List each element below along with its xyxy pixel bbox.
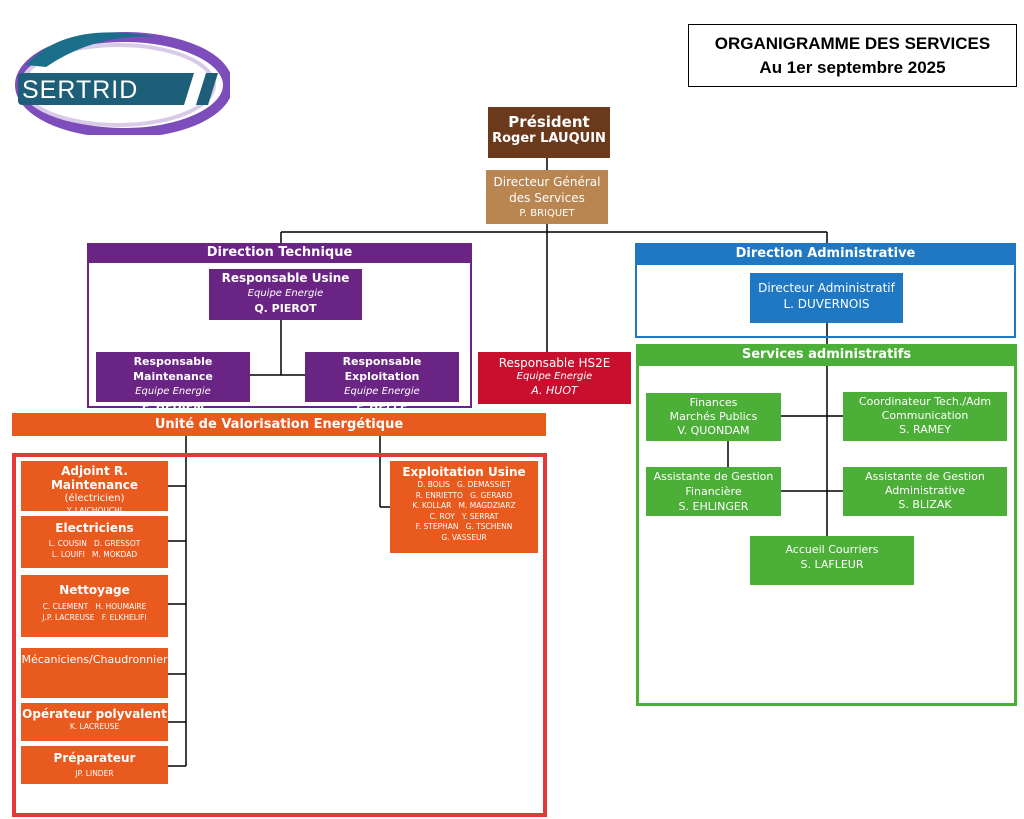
accueil-courriers-box: Accueil Courriers S. LAFLEUR — [750, 536, 914, 585]
finances-line1: Finances — [689, 396, 738, 409]
coordinateur-box: Coordinateur Tech./Adm Communication S. … — [843, 392, 1007, 441]
direction-administrative-header: Direction Administrative — [635, 243, 1016, 265]
dgs-title-line1: Directeur Général — [493, 175, 601, 189]
exploitation-usine-line: G. VASSEUR — [441, 532, 487, 542]
coordinateur-line1: Coordinateur Tech./Adm — [858, 395, 992, 408]
finances-line2: Marchés Publics — [669, 410, 758, 423]
hs2e-team: Equipe Energie — [516, 371, 593, 382]
electriciens-box: Electriciens L. COUSIN D. GRESSOT L. LOU… — [21, 516, 168, 568]
responsable-usine-box: Responsable Usine Equipe Energie Q. PIER… — [209, 269, 362, 320]
dgs-title-line2: des Services — [509, 191, 585, 205]
electriciens-line1: L. COUSIN D. GRESSOT — [48, 539, 141, 548]
exploitation-usine-line: K. KOLLAR M. MAGDZIARZ — [412, 501, 516, 510]
logo-text: SERTRID — [22, 76, 139, 104]
nettoyage-line1: C. CLEMENT H. HOUMAIRE — [42, 602, 147, 611]
adjoint-name: Y. LAICHOUCHI — [67, 506, 122, 515]
exploitation-title: Responsable Exploitation — [342, 355, 422, 383]
exploitation-usine-title: Exploitation Usine — [402, 465, 526, 479]
direction-administrative-title: Direction Administrative — [735, 246, 916, 261]
assistante-fin-line2: Financière — [685, 485, 742, 498]
assistante-fin-name: S. EHLINGER — [678, 500, 749, 513]
nettoyage-line2: J.P. LACREUSE F. ELKHELIFI — [42, 612, 147, 622]
services-administratifs-header: Services administratifs — [636, 344, 1017, 366]
maintenance-team: Equipe Energie — [135, 386, 211, 397]
president-title: Président — [508, 113, 590, 131]
adjoint-maintenance-box: Adjoint R. Maintenance (électricien) Y. … — [21, 461, 168, 515]
accueil-line1: Accueil Courriers — [785, 543, 879, 556]
assistante-financiere-box: Assistante de Gestion Financière S. EHLI… — [646, 467, 781, 516]
dgs-name: P. BRIQUET — [519, 208, 575, 219]
exploitation-team: Equipe Energie — [344, 386, 420, 397]
directeur-administratif-name: L. DUVERNOIS — [783, 297, 870, 311]
nettoyage-box: Nettoyage C. CLEMENT H. HOUMAIRE J.P. LA… — [21, 575, 168, 637]
adjoint-subtitle: (électricien) — [64, 493, 125, 504]
page-title: ORGANIGRAMME DES SERVICES — [714, 34, 991, 53]
coordinateur-line2: Communication — [881, 409, 969, 422]
accueil-name: S. LAFLEUR — [800, 558, 864, 571]
usine-title: Responsable Usine — [221, 271, 350, 285]
uve-header: Unité de Valorisation Energétique — [12, 413, 546, 436]
president-box: Président Roger LAUQUIN — [488, 107, 610, 158]
services-administratifs-title: Services administratifs — [741, 347, 912, 362]
sertrid-logo: SERTRID — [6, 15, 233, 138]
directeur-administratif-title: Directeur Administratif — [758, 281, 895, 295]
logo-swoosh-icon — [15, 32, 233, 138]
assistante-adm-line2: Administrative — [884, 484, 966, 497]
exploitation-usine-line: R. ENRIETTO G. GERARD — [415, 490, 513, 500]
electriciens-line2: L. LOUIFI M. MOKDAD — [51, 549, 138, 559]
adjoint-title: Adjoint R. Maintenance — [50, 464, 138, 492]
president-name: Roger LAUQUIN — [492, 131, 606, 146]
preparateur-title: Préparateur — [53, 751, 136, 765]
coordinateur-name: S. RAMEY — [899, 423, 951, 436]
preparateur-name: JP. LINDER — [75, 769, 114, 778]
assistante-adm-name: S. BLIZAK — [898, 498, 952, 511]
uve-title: Unité de Valorisation Energétique — [154, 417, 404, 432]
directeur-administratif-box: Directeur Administratif L. DUVERNOIS — [750, 273, 903, 323]
electriciens-title: Electriciens — [55, 521, 134, 535]
exploitation-usine-box: Exploitation Usine D. BOLIS G. DEMASSIET… — [390, 461, 538, 553]
finances-box: Finances Marchés Publics V. QUONDAM — [646, 393, 781, 441]
header-box: ORGANIGRAMME DES SERVICES Au 1er septemb… — [688, 24, 1017, 87]
exploitation-usine-line: F. STEPHAN G. TSCHENN — [415, 522, 513, 531]
finances-name: V. QUONDAM — [677, 424, 750, 437]
usine-name: Q. PIEROT — [254, 302, 317, 315]
uve-frame — [12, 453, 547, 817]
maintenance-name: F. HEDJEM — [141, 400, 205, 413]
operateur-title: Opérateur polyvalent — [22, 707, 167, 721]
responsable-maintenance-box: Responsable Maintenance Equipe Energie F… — [96, 352, 250, 413]
operateur-box: Opérateur polyvalent K. LACREUSE — [21, 703, 168, 741]
nettoyage-title: Nettoyage — [59, 583, 130, 597]
hs2e-name: A. HUOT — [531, 384, 578, 397]
maintenance-title: Responsable Maintenance — [133, 355, 213, 383]
hs2e-title: Responsable HS2E — [498, 356, 611, 370]
exploitation-usine-line: D. BOLIS G. DEMASSIET — [417, 480, 511, 489]
exploitation-name: F. HELLE — [356, 400, 408, 413]
responsable-exploitation-box: Responsable Exploitation Equipe Energie … — [305, 352, 459, 413]
exploitation-usine-line: C. ROY Y. SERRAT — [429, 511, 499, 521]
mecaniciens-title: Mécaniciens/Chaudronnier — [21, 653, 168, 666]
operateur-name: K. LACREUSE — [69, 722, 120, 731]
responsable-hs2e-box: Responsable HS2E Equipe Energie A. HUOT — [478, 352, 631, 404]
assistante-adm-line1: Assistante de Gestion — [865, 470, 985, 483]
dgs-box: Directeur Général des Services P. BRIQUE… — [486, 170, 608, 224]
assistante-fin-line1: Assistante de Gestion — [653, 470, 774, 483]
direction-technique-header: Direction Technique — [87, 243, 472, 263]
assistante-administrative-box: Assistante de Gestion Administrative S. … — [843, 467, 1007, 516]
preparateur-box: Préparateur JP. LINDER — [21, 746, 168, 784]
usine-team: Equipe Energie — [247, 288, 324, 299]
mecaniciens-box: Mécaniciens/Chaudronnier — [21, 648, 168, 698]
page-subtitle: Au 1er septembre 2025 — [759, 58, 946, 77]
direction-technique-title: Direction Technique — [206, 245, 353, 260]
